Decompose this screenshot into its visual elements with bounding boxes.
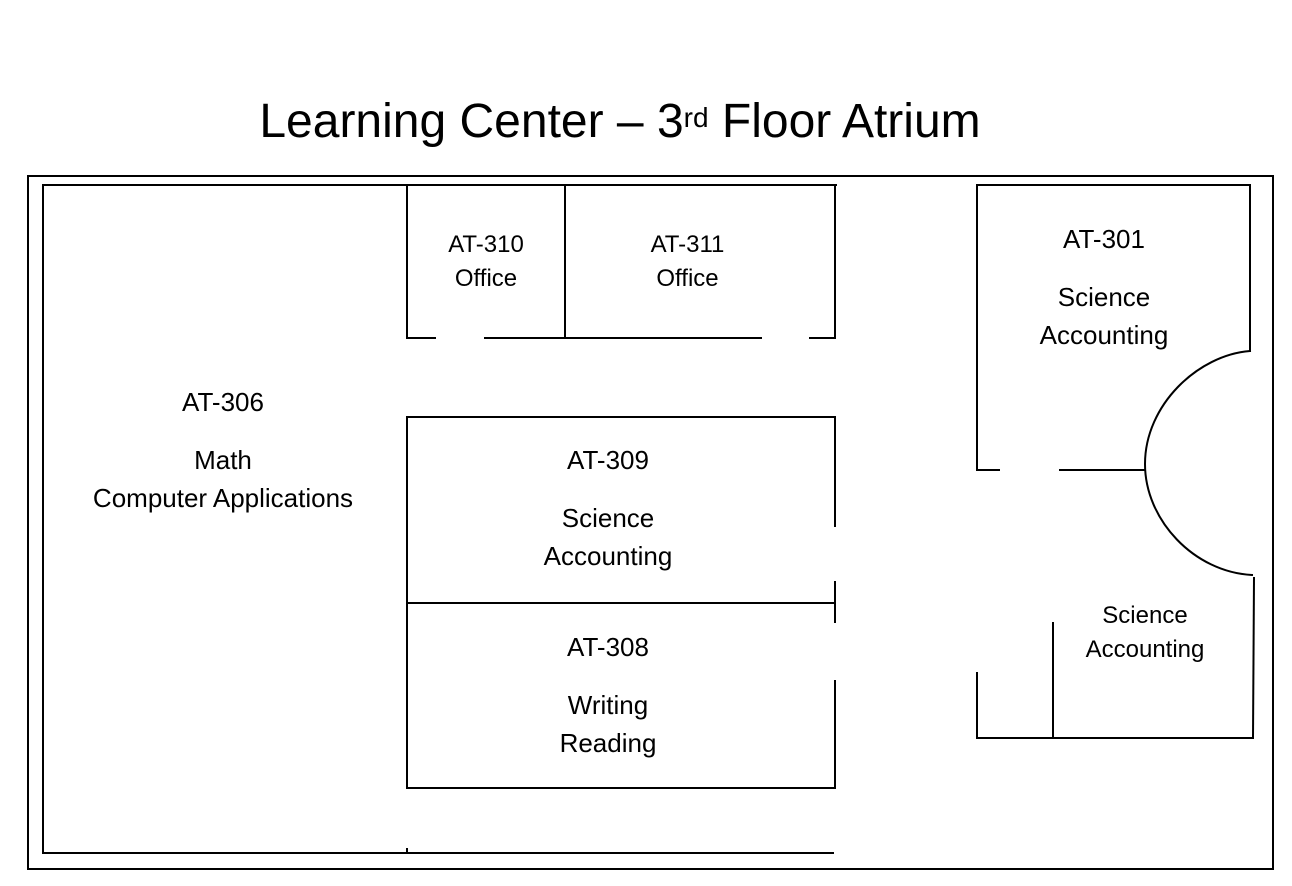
room-at301-subject-2: Accounting	[1039, 320, 1169, 350]
map-title-main: Learning Center – 3	[259, 95, 684, 148]
room-at309-number: AT-309	[567, 445, 649, 475]
room-at306-subject-2: Computer Applications	[92, 483, 354, 513]
room-at308-number: AT-308	[567, 632, 649, 662]
room-at310-type: Office	[454, 265, 518, 292]
room-at309-subject-1: Science	[561, 503, 655, 533]
room-at309-label: AT-309 Science Accounting	[407, 441, 809, 575]
map-title-superscript: rd	[683, 102, 709, 133]
map-title: Learning Center – 3rd Floor Atrium	[0, 92, 1240, 152]
room-at310-number: AT-310	[448, 231, 524, 258]
room-at311-type: Office	[656, 265, 719, 292]
room-at308-subject-2: Reading	[559, 728, 657, 758]
room-at309-subject-2: Accounting	[543, 541, 673, 571]
room-at311-label: AT-311 Office	[565, 228, 810, 296]
inner-boundary-wall	[42, 184, 837, 854]
room-at306-number: AT-306	[182, 387, 264, 417]
room-at311-number: AT-311	[650, 231, 725, 258]
outer-boundary	[27, 175, 1274, 870]
room-at301-label: AT-301 Science Accounting	[978, 220, 1230, 354]
room-annex-subject-2: Accounting	[1085, 636, 1205, 663]
room-annex-subject-1: Science	[1102, 602, 1188, 629]
at301-walls	[976, 184, 1251, 471]
room-at301-number: AT-301	[1063, 224, 1145, 254]
room-annex-label: Science Accounting	[1055, 599, 1235, 667]
annex-east-wall	[1251, 576, 1256, 740]
room-at306-subject-1: Math	[194, 445, 252, 475]
room-at308-label: AT-308 Writing Reading	[407, 628, 809, 762]
room-at301-subject-1: Science	[1057, 282, 1151, 312]
room-at310-label: AT-310 Office	[407, 228, 565, 296]
room-at306-label: AT-306 Math Computer Applications	[43, 383, 403, 517]
map-title-rest: Floor Atrium	[708, 95, 981, 148]
room-at308-subject-1: Writing	[567, 690, 649, 720]
atrium-curved-wall	[1143, 349, 1254, 577]
